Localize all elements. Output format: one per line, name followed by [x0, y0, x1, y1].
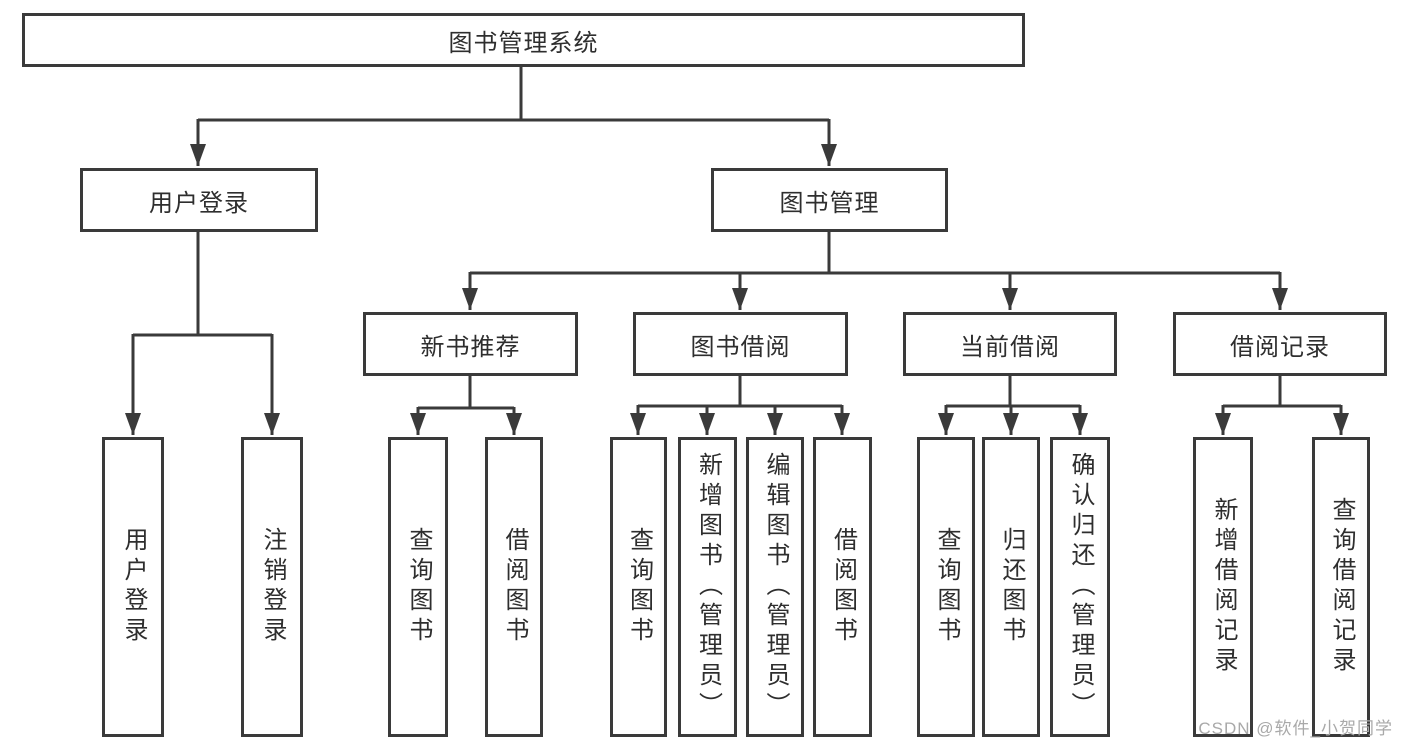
leaf-current-query-books: 查询图书	[917, 437, 975, 737]
leaf-recommend-query-books: 查询图书	[388, 437, 448, 737]
node-root-library-system: 图书管理系统	[22, 13, 1025, 67]
node-current-borrowing: 当前借阅	[903, 312, 1117, 376]
leaf-recommend-borrow-books: 借阅图书	[485, 437, 543, 737]
csdn-watermark: CSDN @软件_小贺同学	[1198, 719, 1393, 738]
leaf-borrowing-edit-books-admin: 编辑图书（管理员）	[746, 437, 804, 737]
node-new-book-recommend: 新书推荐	[363, 312, 578, 376]
leaf-user-login: 用户登录	[102, 437, 164, 737]
leaf-borrowing-borrow-books: 借阅图书	[813, 437, 872, 737]
node-borrowing-records: 借阅记录	[1173, 312, 1387, 376]
node-user-login: 用户登录	[80, 168, 318, 232]
leaf-borrowing-add-books-admin: 新增图书（管理员）	[678, 437, 737, 737]
node-book-management: 图书管理	[711, 168, 948, 232]
leaf-logout: 注销登录	[241, 437, 303, 737]
leaf-current-confirm-return-admin: 确认归还（管理员）	[1050, 437, 1110, 737]
leaf-current-return-books: 归还图书	[982, 437, 1040, 737]
leaf-borrowing-query-books: 查询图书	[610, 437, 667, 737]
leaf-records-add-record: 新增借阅记录	[1193, 437, 1253, 737]
node-book-borrowing: 图书借阅	[633, 312, 848, 376]
leaf-records-query-record: 查询借阅记录	[1312, 437, 1370, 737]
